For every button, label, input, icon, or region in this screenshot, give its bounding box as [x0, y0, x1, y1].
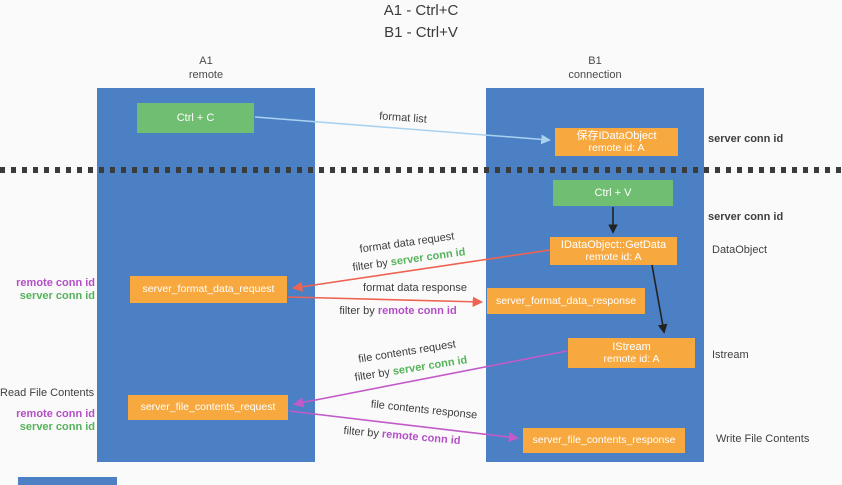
node-getdata-remote-id: remote id: A: [585, 251, 642, 263]
column-b1-name: B1: [588, 55, 602, 67]
column-a1-name: A1: [199, 55, 213, 67]
label-filter-by-remote-conn-id-2: filter by remote conn id: [343, 425, 461, 447]
label-write-file-contents: Write File Contents: [716, 433, 810, 445]
server-conn-id-text: server conn id: [19, 420, 95, 433]
filter-by-text: filter by: [353, 366, 391, 384]
remote-conn-id-text: remote conn id: [381, 428, 461, 448]
column-header-a1: A1 remote: [97, 55, 315, 82]
filter-by-text: filter by: [343, 424, 380, 440]
label-filter-by-remote-conn-id: filter by remote conn id: [339, 305, 456, 317]
node-idataobject-getdata: IDataObject::GetData remote id: A: [550, 237, 677, 265]
label-format-data-response: format data response: [363, 282, 467, 294]
node-ctrl-c: Ctrl + C: [137, 103, 254, 133]
remote-conn-id-text: remote conn id: [16, 277, 95, 289]
node-istream-remote-id: remote id: A: [603, 353, 660, 365]
label-conn-ids-left-1: remote conn id server conn id: [0, 277, 95, 302]
label-istream: Istream: [712, 349, 749, 361]
title-line-1: A1 - Ctrl+C: [383, 2, 459, 19]
bottom-blue-bar: [18, 477, 117, 485]
node-server-format-data-request: server_format_data_request: [130, 276, 287, 303]
filter-by-text: filter by: [351, 257, 389, 274]
column-b1-role: connection: [568, 68, 622, 81]
remote-conn-id-text: remote conn id: [377, 305, 457, 317]
node-server-file-contents-request: server_file_contents_request: [128, 395, 288, 420]
column-header-b1: B1 connection: [486, 55, 704, 82]
label-format-list: format list: [378, 110, 428, 126]
node-file-request-label: server_file_contents_request: [140, 401, 276, 414]
label-server-conn-id-right-2: server conn id: [708, 211, 784, 223]
node-ctrl-c-label: Ctrl + C: [176, 111, 215, 124]
node-save-idataobject-remote-id: remote id: A: [588, 142, 645, 154]
label-server-conn-id-right-1: server conn id: [708, 133, 784, 145]
server-conn-id-text: server conn id: [19, 289, 95, 302]
arrow-format-data-response: [287, 296, 484, 307]
node-save-idataobject-title: 保存IDataObject: [576, 129, 657, 142]
node-save-idataobject: 保存IDataObject remote id: A: [555, 128, 678, 156]
node-server-file-contents-response: server_file_contents_response: [523, 428, 685, 453]
node-getdata-title: IDataObject::GetData: [560, 238, 667, 251]
title-line-2: B1 - Ctrl+V: [384, 24, 458, 41]
dotted-divider-line: [0, 167, 842, 173]
node-ctrl-v-label: Ctrl + V: [594, 186, 632, 199]
filter-by-text: filter by: [339, 305, 375, 317]
node-istream-title: IStream: [612, 340, 651, 353]
node-ctrl-v: Ctrl + V: [553, 180, 673, 206]
node-file-response-label: server_file_contents_response: [532, 434, 676, 447]
node-format-response-label: server_format_data_response: [495, 294, 637, 307]
label-dataobject: DataObject: [712, 244, 768, 256]
diagram-title: A1 - Ctrl+C B1 - Ctrl+V: [0, 0, 842, 44]
column-a1-role: remote: [188, 68, 224, 81]
node-server-format-data-response: server_format_data_response: [487, 288, 645, 314]
label-conn-ids-left-2: remote conn id server conn id: [0, 408, 95, 433]
node-format-request-label: server_format_data_request: [142, 283, 275, 296]
remote-conn-id-text: remote conn id: [16, 408, 95, 420]
label-file-contents-response: file contents response: [370, 398, 478, 422]
label-read-file-contents: Read File Contents: [0, 387, 95, 399]
node-istream: IStream remote id: A: [568, 338, 695, 368]
